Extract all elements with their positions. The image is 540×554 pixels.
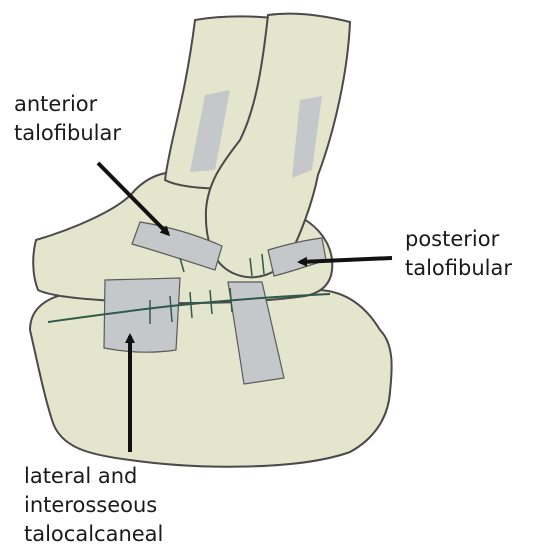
interosseous-talocalcaneal-ligament [104,278,180,352]
label-lateral-line1: lateral and [24,462,163,491]
label-anterior-line1: anterior [14,90,121,119]
label-posterior-talofibular: posterior talofibular [405,225,512,283]
calcaneus-bone [30,284,392,466]
label-anterior-talofibular: anterior talofibular [14,90,121,148]
label-posterior-line1: posterior [405,225,512,254]
label-posterior-line2: talofibular [405,254,512,283]
label-anterior-line2: talofibular [14,119,121,148]
label-lateral-line3: talocalcaneal [24,520,163,549]
label-lateral-line2: interosseous [24,491,163,520]
label-lateral-interosseous-talocalcaneal: lateral and interosseous talocalcaneal [24,462,163,549]
